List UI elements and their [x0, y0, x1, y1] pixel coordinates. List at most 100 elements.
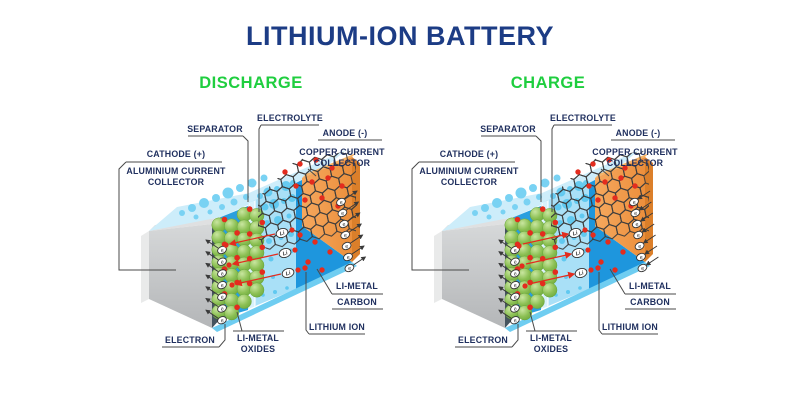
lithium-ion-dot [602, 179, 608, 185]
electron-icon: e [217, 292, 227, 301]
charge-diagram: eeeeeeeeeeeeeeLiLiLiSEPARATORELECTROLYTE… [411, 113, 678, 354]
electron-icon: e [633, 230, 644, 240]
lithium-ion-dot [622, 165, 628, 171]
lithium-ion-icon: Li [568, 227, 582, 239]
electron-icon: e [510, 257, 520, 266]
separator-label: SEPARATOR [187, 124, 243, 134]
lithium-ion-dot [575, 169, 581, 175]
limetal-oxides-label-line2: OXIDES [534, 344, 568, 354]
svg-text:e: e [639, 255, 644, 262]
limetal-carbon-label: LI-METAL [336, 281, 378, 291]
carbon-lattice [551, 150, 649, 253]
lithium-ion-icon: Li [574, 267, 588, 279]
electrolyte-label: ELECTROLYTE [257, 113, 323, 123]
aluminium-collector-label: ALUMINIUM CURRENT [419, 166, 519, 176]
svg-text:Li: Li [575, 250, 582, 257]
lithium-ion-dot [293, 183, 299, 189]
aluminium-collector-slab [434, 217, 514, 328]
discharge-diagram: eeeeeeeeeeeeeeLiLiLiSEPARATORELECTROLYTE… [118, 113, 385, 354]
svg-text:e: e [640, 266, 645, 273]
electron-icon: e [217, 316, 227, 325]
electron-label: ELECTRON [165, 335, 215, 345]
lithium-ion-dot [590, 161, 596, 167]
electron-icon: e [510, 304, 520, 313]
limetal-carbon-label-line2: CARBON [337, 297, 377, 307]
lithium-ion-dot [612, 267, 618, 273]
electrolyte-label: ELECTROLYTE [550, 113, 616, 123]
svg-text:e: e [340, 211, 345, 218]
lithium-ion-dot [309, 179, 315, 185]
lithium-ion-dot [319, 195, 325, 201]
electron-icon: e [340, 230, 351, 240]
anode-label: ANODE (-) [616, 128, 661, 138]
copper-collector-label: COPPER CURRENT [299, 147, 385, 157]
svg-text:e: e [633, 211, 638, 218]
electron-icon: e [636, 252, 646, 262]
electron-icon: e [217, 304, 227, 313]
svg-text:e: e [220, 318, 225, 325]
cathode-label: CATHODE (+) [440, 149, 498, 159]
electron-icon: e [630, 208, 641, 218]
svg-text:e: e [513, 248, 518, 255]
electron-icon: e [217, 245, 227, 254]
electron-icon: e [341, 241, 352, 251]
cathode-oxide-spheres [211, 206, 266, 321]
limetal-oxides-label: LI-METAL [237, 333, 279, 343]
discharge-heading: DISCHARGE [199, 74, 303, 92]
svg-text:e: e [342, 222, 347, 229]
electron-icon: e [337, 208, 348, 218]
battery-bottom-edge [505, 262, 650, 332]
svg-text:e: e [513, 271, 518, 278]
lithium-ion-dot [618, 175, 624, 181]
svg-text:e: e [344, 244, 349, 251]
svg-text:e: e [343, 233, 348, 240]
copper-collector-label: COPPER CURRENT [592, 147, 678, 157]
electron-icon: e [338, 219, 349, 229]
electrolyte-top-face [442, 150, 639, 231]
electron-icon: e [217, 281, 227, 290]
aluminium-collector-slab [141, 217, 221, 328]
electron-icon: e [637, 263, 648, 273]
lithium-ion-dot [312, 239, 318, 245]
lithium-ion-icon: Li [278, 247, 292, 259]
lithium-ion-dot [632, 183, 638, 189]
lithium-ion-label: LITHIUM ION [309, 322, 365, 332]
copper-collector-label-line2: COLLECTOR [607, 158, 664, 168]
lithium-ion-icon: Li [281, 267, 295, 279]
lithium-ion-dot [590, 232, 596, 238]
lithium-ion-dot [329, 165, 335, 171]
aluminium-collector-label-line2: COLLECTOR [148, 177, 205, 187]
charge-heading: CHARGE [511, 74, 586, 92]
lithium-ion-dot [595, 197, 601, 203]
lithium-ion-dot [595, 265, 601, 271]
electron-icon: e [510, 281, 520, 289]
electron-icon: e [344, 263, 355, 272]
lithium-ion-dot [612, 195, 618, 201]
svg-text:Li: Li [282, 250, 289, 257]
lithium-ion-dot [605, 239, 611, 245]
svg-text:Li: Li [578, 270, 585, 277]
anode-label: ANODE (-) [323, 128, 368, 138]
svg-text:e: e [632, 200, 637, 207]
svg-text:e: e [513, 306, 518, 313]
lithium-ion-dot [305, 259, 311, 265]
svg-text:e: e [636, 233, 641, 240]
electron-icon: e [510, 292, 520, 301]
svg-text:e: e [339, 200, 344, 207]
svg-text:e: e [220, 283, 225, 290]
lithium-ion-dot [313, 157, 319, 163]
electron-icon: e [217, 257, 227, 266]
svg-text:e: e [513, 259, 518, 266]
cathode-label: CATHODE (+) [147, 149, 205, 159]
electron-icon: e [510, 316, 520, 324]
lithium-ion-icon: Li [275, 227, 289, 239]
lithium-ion-dot [297, 232, 303, 238]
lithium-ion-dot [325, 175, 331, 181]
lithium-ion-dot [319, 267, 325, 273]
